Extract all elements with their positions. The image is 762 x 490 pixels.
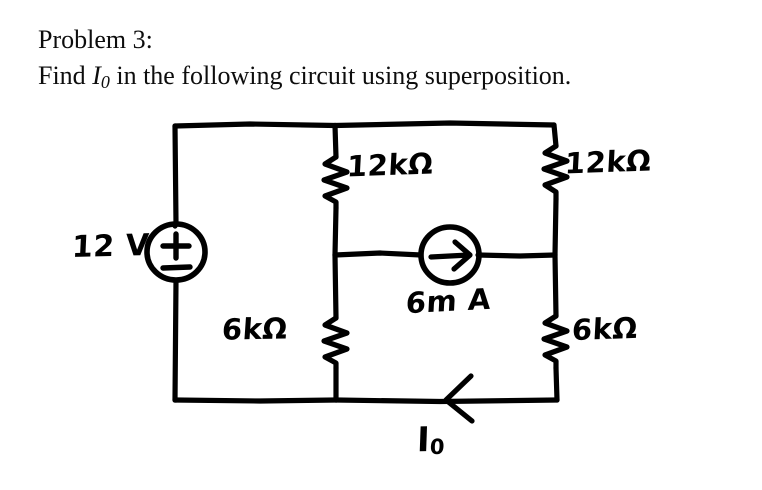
voltage-source-label: 12 V (71, 227, 151, 266)
wire-bottom-right-segment (333, 397, 560, 405)
bottom-right-resistor-label: 6kΩ (571, 310, 639, 348)
wire-bottom-left-segment (172, 397, 339, 404)
resistor-zigzag-top-right (541, 143, 570, 202)
wire-left-upper (172, 123, 179, 229)
wire-branch-left (332, 250, 424, 258)
current-source-circle (418, 224, 482, 286)
io-arrowhead-icon (443, 373, 475, 424)
current-direction-arrowhead-icon (451, 239, 473, 272)
problem-heading: Problem 3: (38, 25, 153, 54)
wire-top-right-segment (332, 120, 557, 129)
circuit-diagram: 12 V 12kΩ 12kΩ 6kΩ 6kΩ 6m A I0 (0, 100, 762, 490)
resistor-zigzag-bottom-right (541, 313, 570, 371)
top-left-resistor-label: 12kΩ (346, 146, 435, 184)
bottom-left-resistor-label: 6kΩ (220, 311, 289, 347)
current-direction-arrow-icon (428, 252, 472, 260)
resistor-zigzag-top-left (321, 154, 350, 211)
wire-branch-right (475, 252, 558, 259)
wire-right-middle (552, 196, 559, 258)
circuit-schematic-svg (144, 120, 570, 424)
wire-right-lower (552, 252, 559, 319)
output-current-subscript: 0 (429, 434, 446, 460)
prompt-text-after: in the following circuit using superposi… (109, 61, 572, 90)
current-source-label: 6m A (404, 281, 493, 321)
wire-left-lower (172, 278, 179, 403)
plus-sign-icon (160, 231, 192, 261)
wire-top-left-segment (172, 121, 338, 129)
resistor-zigzag-bottom-left (321, 315, 350, 371)
top-right-resistor-label: 12kΩ (564, 143, 653, 181)
wire-middle-node-to-res (332, 252, 339, 321)
current-symbol: I (92, 61, 101, 90)
voltage-source-circle (144, 221, 208, 283)
wire-right-bottom (553, 365, 560, 403)
output-current-label: I0 (416, 420, 446, 460)
minus-sign-icon (160, 264, 193, 271)
prompt-text-before: Find (38, 61, 93, 90)
problem-statement: Problem 3: Find I0 in the following circ… (38, 22, 738, 100)
wire-right-upper (551, 122, 559, 149)
problem-prompt: Find I0 in the following circuit using s… (38, 58, 738, 100)
wire-middle-mid (332, 205, 339, 258)
current-symbol-subscript: 0 (100, 71, 110, 92)
wire-middle-upper (332, 122, 339, 160)
